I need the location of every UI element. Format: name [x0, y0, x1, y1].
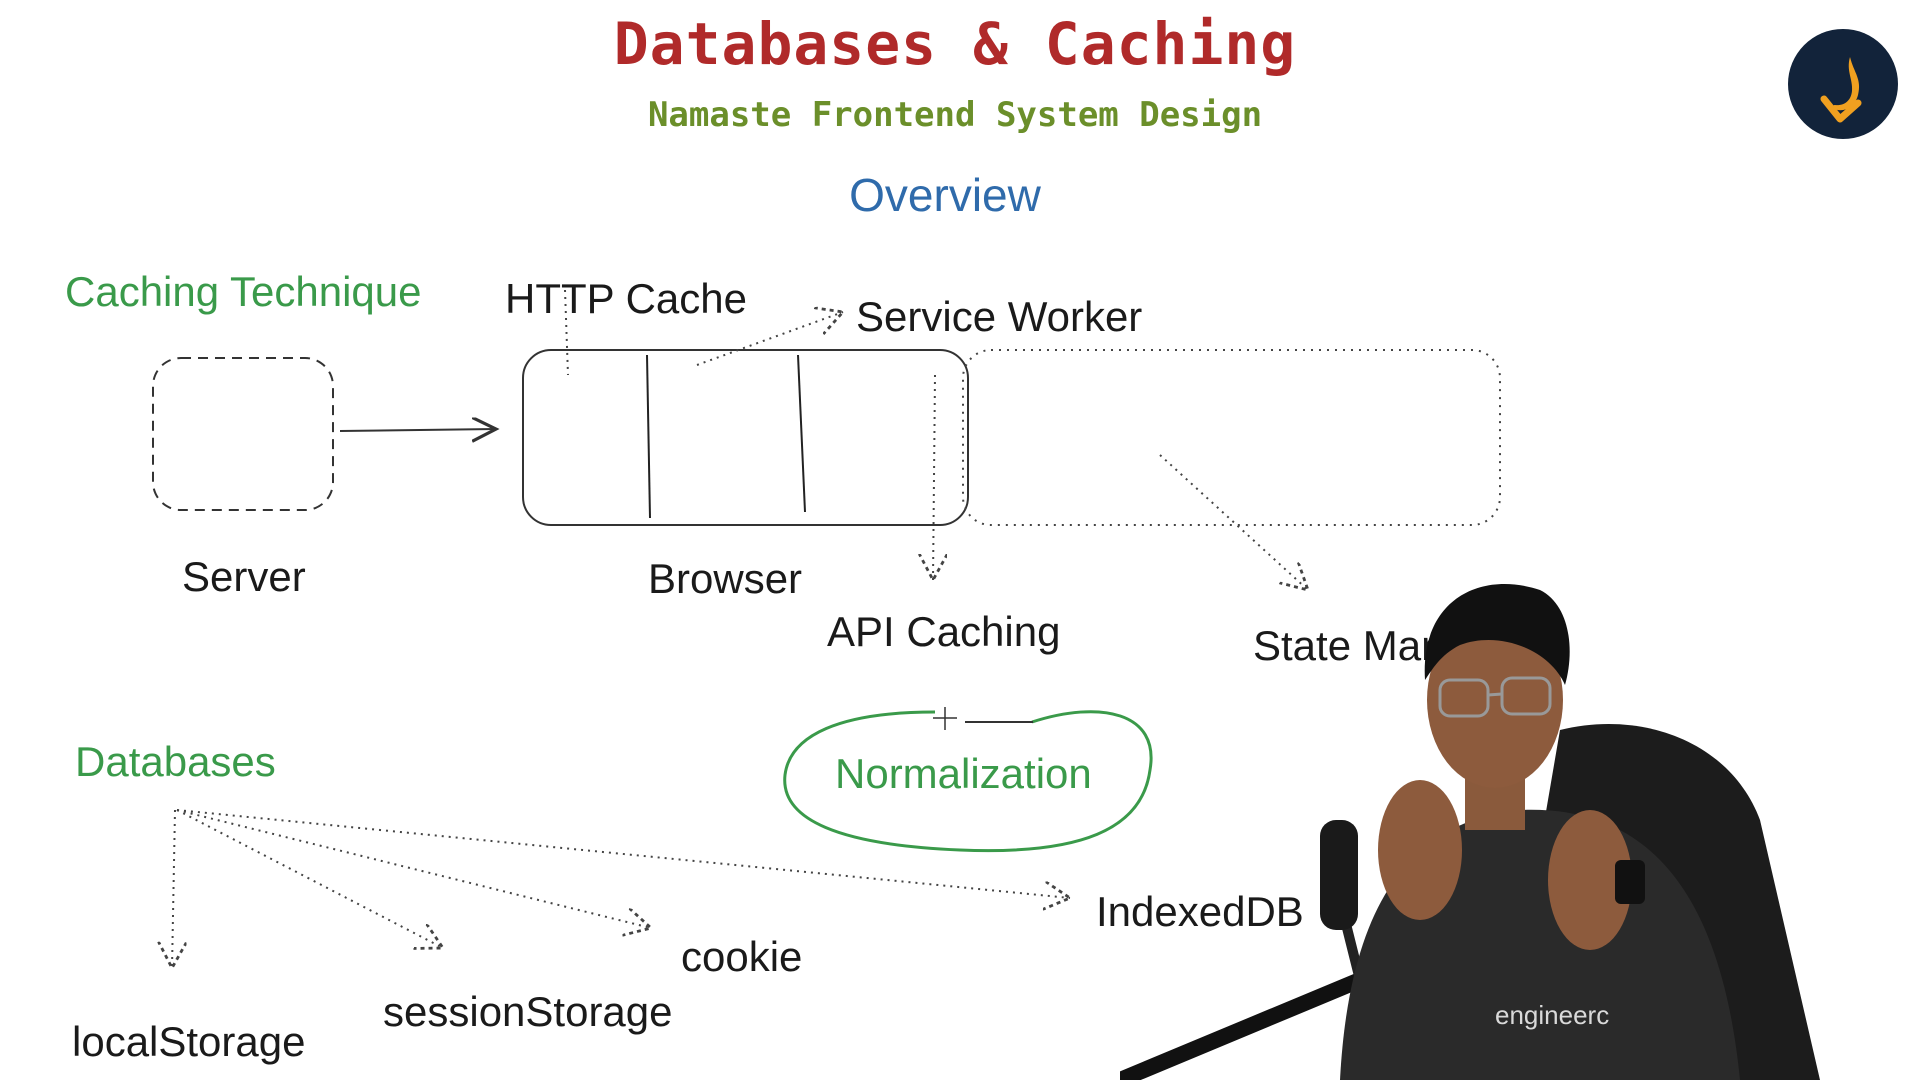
api-caching-label: API Caching — [827, 608, 1061, 655]
api-caching-arrow — [933, 374, 935, 580]
db-arrow-indexeddb — [176, 809, 1070, 898]
server-label: Server — [182, 553, 306, 600]
logo — [1788, 29, 1898, 139]
flame-logo-icon — [1820, 57, 1862, 123]
normalization-ellipse — [783, 710, 1153, 853]
http-cache-label: HTTP Cache — [505, 275, 747, 322]
shirt-text: engineerc — [1495, 1000, 1610, 1030]
browser-divider — [646, 354, 651, 519]
caching-technique-label: Caching Technique — [65, 268, 422, 315]
page-subtitle: Namaste Frontend System Design — [647, 95, 1263, 135]
state-box — [962, 349, 1501, 526]
presenter-video: engineerc — [1120, 560, 1920, 1080]
server-box — [152, 357, 334, 511]
presenter-figure — [1120, 584, 1820, 1080]
cookie-label: cookie — [681, 933, 803, 980]
server-browser-arrow — [339, 429, 496, 431]
db-arrow-sessionstorage — [176, 809, 443, 948]
service-worker-label: Service Worker — [856, 293, 1143, 340]
sessionstorage-label: sessionStorage — [383, 988, 673, 1035]
localstorage-label: localStorage — [72, 1018, 306, 1065]
overview-heading: Overview — [849, 169, 1041, 221]
http-cache-connector — [564, 289, 569, 376]
normalization-label: Normalization — [835, 750, 1092, 797]
page-title: Databases & Caching — [613, 10, 1297, 78]
db-arrow-localstorage — [172, 809, 175, 968]
service-worker-arrow — [696, 312, 843, 366]
browser-box — [522, 349, 969, 526]
db-arrow-cookie — [176, 809, 651, 928]
indexeddb-label: IndexedDB — [1096, 888, 1304, 935]
browser-divider — [797, 354, 806, 513]
browser-label: Browser — [648, 555, 803, 602]
databases-label: Databases — [75, 738, 276, 785]
